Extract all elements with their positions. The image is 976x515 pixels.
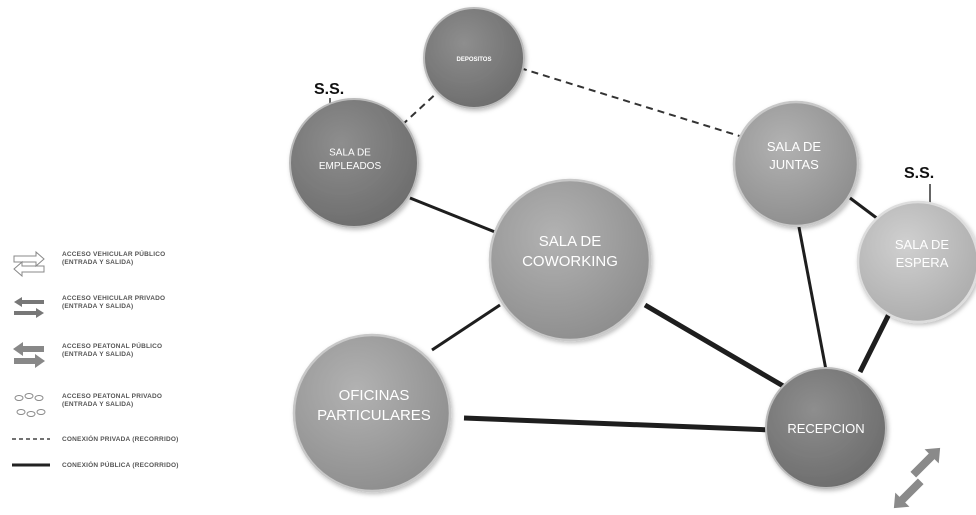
node-depositos-circle	[423, 7, 525, 109]
public-connection-oficinas-recepcion	[463, 415, 773, 433]
legend-item-vehicular-publico: ACCESO VEHICULAR PÚBLICO (ENTRADA Y SALI…	[8, 248, 258, 278]
public-connection-coworking-oficinas	[431, 303, 501, 352]
entrance-arrows-icon	[893, 447, 941, 509]
node-oficinas-circle	[292, 333, 452, 493]
public-connection-coworking-recepcion	[643, 302, 792, 393]
ss-annotation-right: S.S.	[904, 165, 934, 204]
node-sala-juntas-circle	[732, 100, 860, 228]
node-recepcion: RECEPCION	[765, 367, 887, 489]
legend-item-conexion-privada: CONEXIÓN PRIVADA (RECORRIDO)	[8, 426, 258, 456]
legend-item-peatonal-publico: ACCESO PEATONAL PÚBLICO (ENTRADA Y SALID…	[8, 340, 258, 370]
solid-double-arrow-icon	[14, 297, 44, 318]
public-connection-juntas-recepcion	[796, 221, 828, 371]
node-depositos: DEPOSITOS	[423, 7, 525, 109]
legend-label-conexion-privada: CONEXIÓN PRIVADA (RECORRIDO)	[62, 436, 179, 443]
private-connection-depositos-juntas	[519, 67, 747, 139]
connections	[401, 67, 893, 433]
legend-label-conexion-publica: CONEXIÓN PÚBLICA (RECORRIDO)	[62, 462, 179, 469]
legend-label-vehicular-publico: ACCESO VEHICULAR PÚBLICO (ENTRADA Y SALI…	[62, 251, 166, 266]
footsteps-icon	[14, 393, 46, 417]
node-sala-coworking-circle	[488, 178, 652, 342]
legend-item-peatonal-privado: ACCESO PEATONAL PRIVADO (ENTRADA Y SALID…	[8, 390, 258, 420]
node-sala-empleados-circle	[289, 98, 419, 228]
node-depositos-label: DEPOSITOS	[457, 57, 492, 63]
legend-label-vehicular-privado: ACCESO VEHICULAR PRIVADO (ENTRADA Y SALI…	[62, 295, 166, 310]
node-sala-espera-circle	[856, 200, 976, 324]
legend-item-conexion-publica: CONEXIÓN PÚBLICA (RECORRIDO)	[8, 452, 258, 482]
solid-line-icon	[12, 463, 50, 467]
legend-label-peatonal-privado: ACCESO PEATONAL PRIVADO (ENTRADA Y SALID…	[62, 393, 163, 408]
outline-double-arrow-icon	[13, 250, 45, 278]
bold-double-arrow-icon	[13, 342, 45, 368]
node-recepcion-circle	[765, 367, 887, 489]
node-recepcion-label: RECEPCION	[787, 421, 864, 436]
private-connection-empleados-depositos	[401, 89, 441, 126]
legend-label-peatonal-publico: ACCESO PEATONAL PÚBLICO (ENTRADA Y SALID…	[62, 343, 163, 358]
ss-label-right: S.S.	[904, 165, 934, 182]
public-connection-espera-recepcion	[857, 310, 893, 374]
legend-item-vehicular-privado: ACCESO VEHICULAR PRIVADO (ENTRADA Y SALI…	[8, 292, 258, 322]
public-connection-empleados-coworking	[409, 196, 496, 234]
dashed-line-icon	[12, 438, 50, 440]
ss-label-left: S.S.	[314, 81, 344, 98]
